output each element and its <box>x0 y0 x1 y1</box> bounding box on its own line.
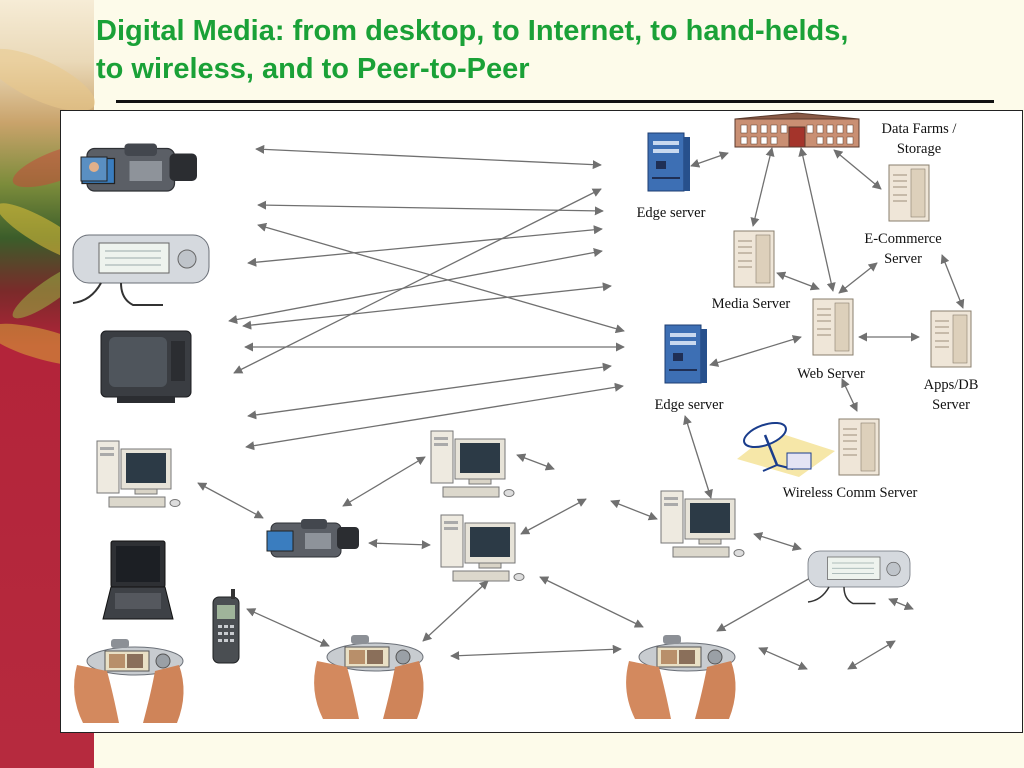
diagram-canvas <box>72 112 972 724</box>
desktop-pc-icon <box>440 514 525 582</box>
laptop-icon <box>102 540 174 620</box>
network-diagram: Data Farms / Storage Edge server E-Comme… <box>60 110 1023 733</box>
ecommerce-server-label-line-2: Server <box>884 251 922 267</box>
pda-icon <box>72 234 210 306</box>
camcorder-icon <box>266 518 360 558</box>
beige-server-icon <box>838 418 880 476</box>
pda-icon <box>807 550 911 605</box>
title-divider <box>116 100 994 103</box>
cell-phone-icon <box>212 589 240 664</box>
desktop-pc-icon <box>660 490 745 558</box>
slide-title-line-1: Digital Media: from desktop, to Internet… <box>96 15 849 47</box>
beige-server-icon <box>733 230 775 288</box>
television-icon <box>100 330 192 403</box>
desktop-pc-icon <box>430 430 515 498</box>
video-phone-icon <box>73 638 185 724</box>
video-phone-icon <box>625 634 737 720</box>
beige-server-icon <box>930 310 972 368</box>
ecommerce-server-label-line-1: E-Commerce <box>864 231 942 247</box>
ecommerce-server-label: E-Commerce Server <box>851 229 955 269</box>
wireless-comm-server-label: Wireless Comm Server <box>782 485 918 501</box>
data-farms-label-line-1: Data Farms / <box>881 121 957 137</box>
video-phone-icon <box>313 634 425 720</box>
satellite-dish-icon <box>737 421 835 477</box>
beige-server-icon <box>888 164 930 222</box>
desktop-pc-icon <box>96 440 181 508</box>
web-server-label: Web Server <box>797 366 865 382</box>
edge-server-top-label: Edge server <box>636 205 706 221</box>
beige-server-icon <box>812 298 854 356</box>
data-center-building-icon <box>734 112 860 148</box>
tower-server-icon <box>647 132 691 192</box>
tower-server-icon <box>664 324 708 384</box>
media-server-label: Media Server <box>711 296 791 312</box>
slide-title-line-2: to wireless, and to Peer-to-Peer <box>96 53 530 85</box>
slide-title: Digital Media: from desktop, to Internet… <box>96 12 1006 88</box>
camcorder-icon <box>80 142 198 192</box>
data-farms-label: Data Farms / Storage <box>869 119 969 159</box>
edge-server-bottom-label: Edge server <box>654 397 724 413</box>
data-farms-label-line-2: Storage <box>896 141 942 157</box>
apps-db-server-label: Apps/DB Server <box>905 375 997 415</box>
apps-db-server-label-line-1: Apps/DB <box>923 377 979 393</box>
connection-arrows <box>197 144 965 670</box>
apps-db-server-label-line-2: Server <box>932 397 970 413</box>
